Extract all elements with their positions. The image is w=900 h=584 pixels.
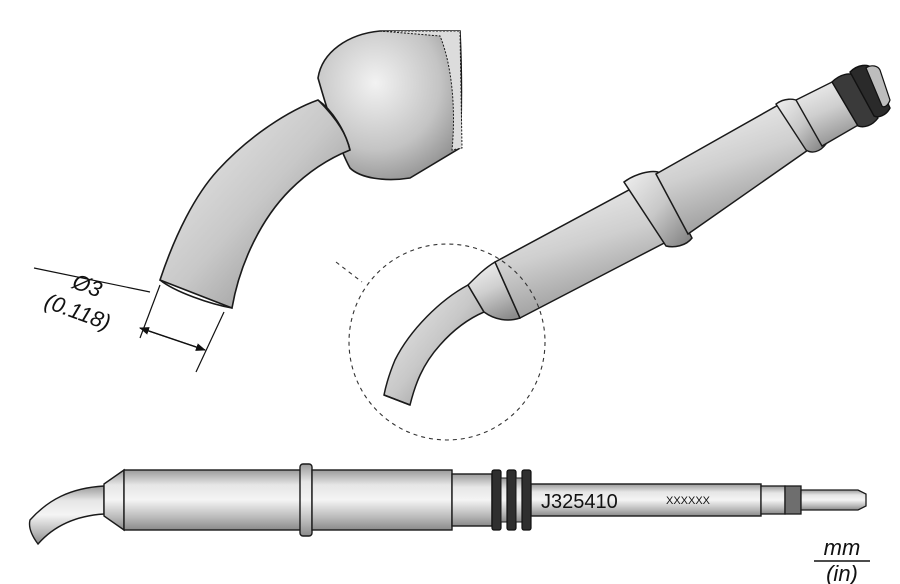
zoomed-tip-stem xyxy=(159,99,351,310)
side-end-pin xyxy=(800,489,867,511)
side-bent-nose xyxy=(28,485,105,546)
unit-mm-label: mm xyxy=(824,535,861,560)
diagonal-oring-2 xyxy=(849,64,891,118)
side-body-rear xyxy=(311,469,453,531)
diagonal-oring-1 xyxy=(831,73,879,128)
zoomed-tip-opening xyxy=(159,279,233,309)
zoomed-tip-rim xyxy=(379,30,463,151)
diameter-in-label: (0.118) xyxy=(41,288,114,335)
units-legend: mm (in) xyxy=(814,535,870,584)
zoom-callout-circle xyxy=(348,243,546,441)
zoomed-tip-detail xyxy=(159,30,463,310)
side-oring-3 xyxy=(521,469,532,531)
diagonal-upper-body xyxy=(654,102,810,236)
zoom-callout-leader xyxy=(335,261,363,283)
zoomed-tip-head xyxy=(317,30,463,181)
diagonal-collar xyxy=(622,170,693,248)
side-collar xyxy=(299,463,313,537)
diagonal-bent-tip xyxy=(383,283,486,407)
side-oring-1 xyxy=(491,469,502,531)
side-view-tip: J325410 XXXXXX xyxy=(28,463,867,546)
side-dark-band xyxy=(784,485,802,515)
side-oring-2 xyxy=(506,469,517,531)
marking-placeholder: XXXXXX xyxy=(666,495,711,507)
diagonal-tip-view xyxy=(383,64,891,407)
side-body-front xyxy=(123,469,303,531)
part-number-label: J325410 xyxy=(541,491,618,513)
side-shaft xyxy=(530,483,762,517)
unit-in-label: (in) xyxy=(826,561,858,584)
